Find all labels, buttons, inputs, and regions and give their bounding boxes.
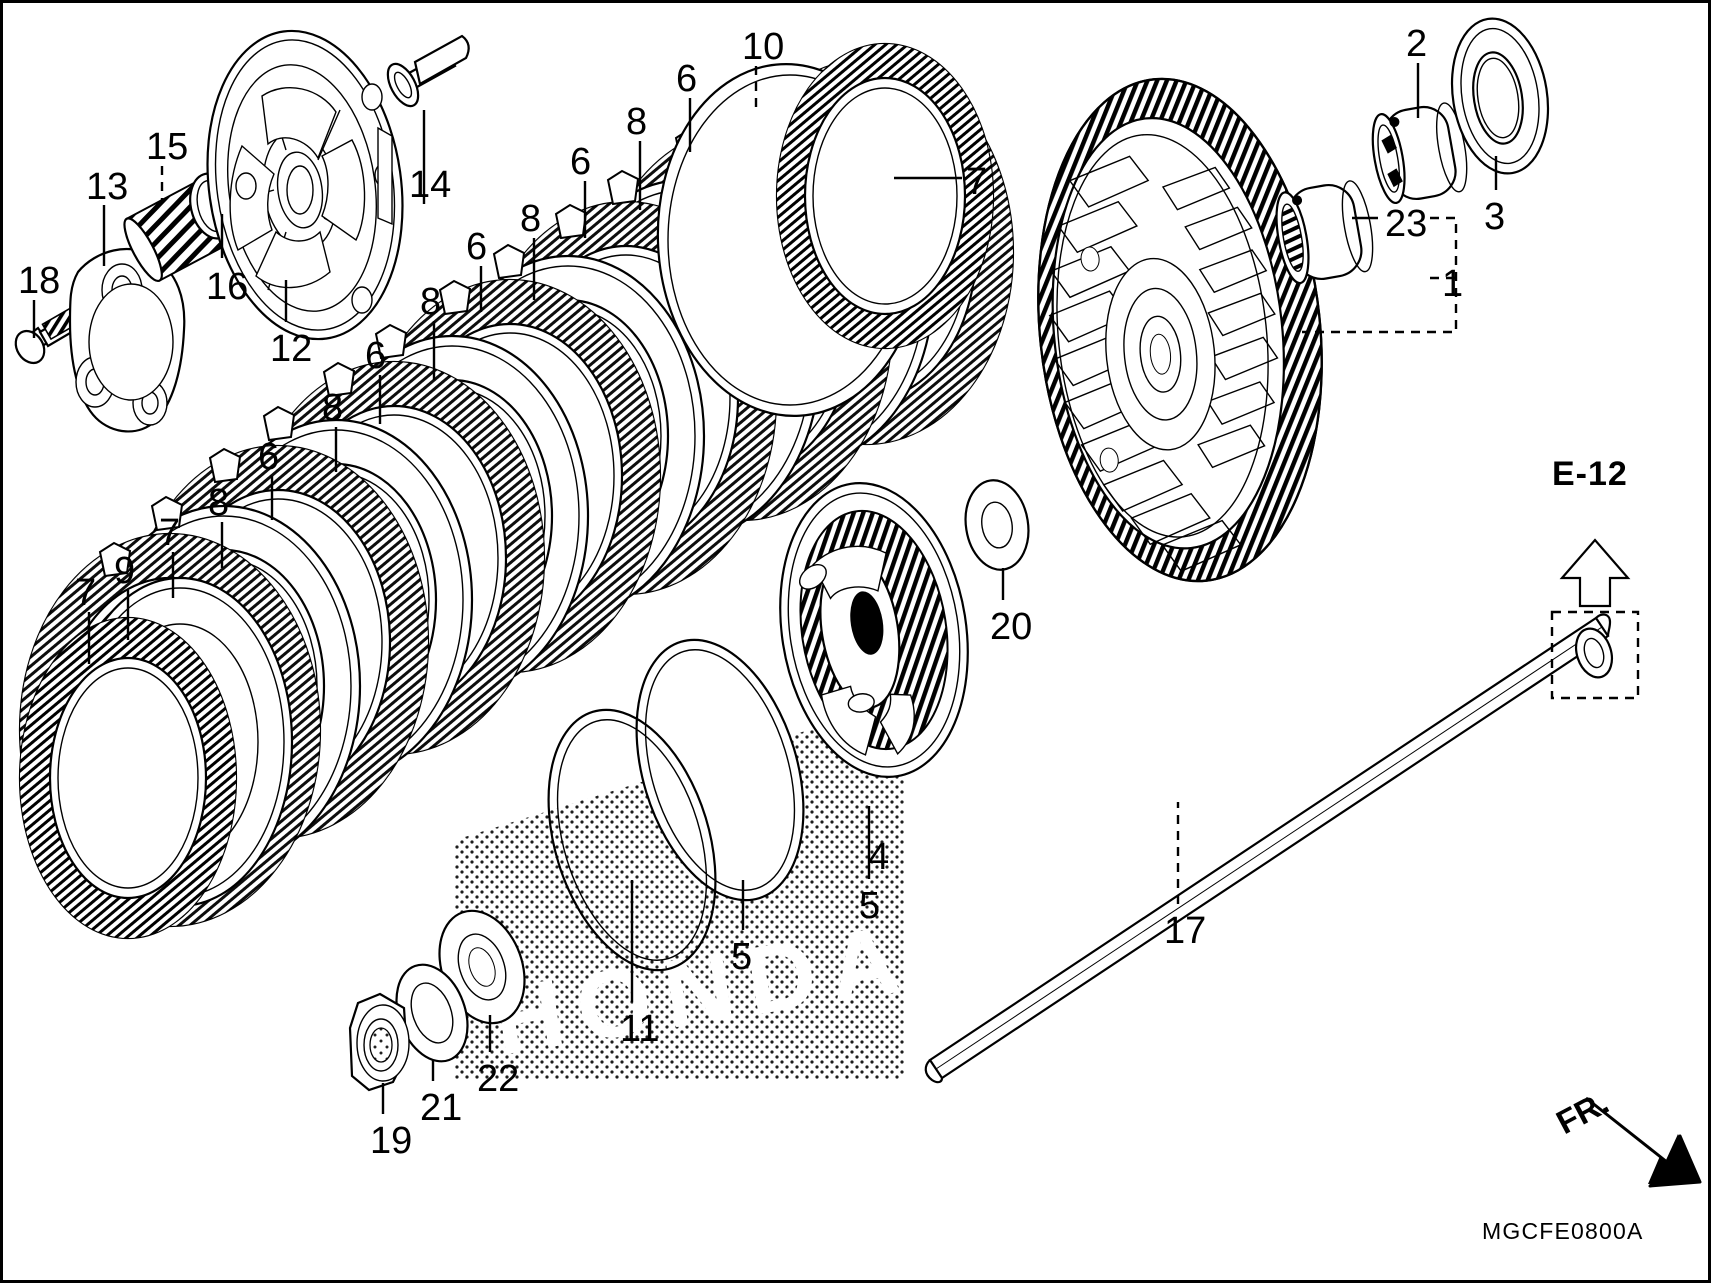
part-19-lock-nut <box>348 992 410 1092</box>
callout-7-top: 7 <box>966 161 988 203</box>
callout-23: 23 <box>1385 203 1428 245</box>
callout-5-a: 5 <box>731 936 753 978</box>
part-7-friction-disc-front <box>18 616 238 940</box>
callout-11: 11 <box>620 1008 660 1050</box>
callout-12: 12 <box>270 328 313 370</box>
callout-8-b: 8 <box>520 198 542 240</box>
part-2-bearing <box>1371 102 1468 205</box>
callout-8-a: 8 <box>420 281 442 323</box>
part-17-push-rod <box>924 613 1612 1084</box>
callout-6-a: 6 <box>365 335 387 377</box>
leader-lines <box>32 63 1498 1114</box>
part-13-plate <box>68 248 186 433</box>
callout-10: 10 <box>742 26 785 68</box>
callout-7-a: 7 <box>159 512 181 554</box>
callout-7-b: 7 <box>75 572 97 614</box>
diagram-code-label: MGCFE0800A <box>1482 1218 1644 1244</box>
callout-15: 15 <box>146 126 189 168</box>
callout-3: 3 <box>1484 196 1506 238</box>
front-direction-arrow <box>1585 1096 1702 1188</box>
part-5-oring-rear <box>635 638 805 902</box>
callout-19: 19 <box>370 1120 413 1162</box>
callout-2: 2 <box>1406 23 1428 65</box>
callout-1: 1 <box>1442 263 1464 305</box>
part-14-bolt <box>386 34 470 108</box>
part-4-clutch-center <box>779 482 969 778</box>
callout-18: 18 <box>18 260 61 302</box>
callout-22: 22 <box>477 1058 520 1100</box>
part-7-friction-disc-rear <box>775 42 995 350</box>
callout-16: 16 <box>206 266 249 308</box>
callout-21: 21 <box>420 1087 463 1129</box>
callout-6-b: 6 <box>466 226 488 268</box>
callout-6-d: 6 <box>676 58 698 100</box>
part-5-oring-front <box>547 708 717 972</box>
callout-17: 17 <box>1164 910 1207 952</box>
callout-14: 14 <box>409 164 452 206</box>
callout-8-c: 8 <box>626 101 648 143</box>
callout-6-c: 6 <box>570 141 592 183</box>
callout-8-d: 8 <box>322 387 344 429</box>
callout-5-b: 5 <box>859 885 881 927</box>
part-12-pressure-plate <box>206 29 404 341</box>
part-3-washer <box>1450 17 1550 175</box>
callout-13: 13 <box>86 166 129 208</box>
callout-8-e: 8 <box>208 482 230 524</box>
e12-reference-block <box>1550 538 1640 700</box>
part-1-clutch-outer <box>1037 77 1323 583</box>
part-20-washer <box>964 479 1030 571</box>
callout-4: 4 <box>868 836 890 878</box>
callout-9: 9 <box>114 550 136 592</box>
part-23-needle-bearing <box>1275 180 1374 285</box>
callout-20: 20 <box>990 606 1033 648</box>
e12-reference-label: E-12 <box>1552 455 1628 493</box>
callout-6-e: 6 <box>258 436 280 478</box>
